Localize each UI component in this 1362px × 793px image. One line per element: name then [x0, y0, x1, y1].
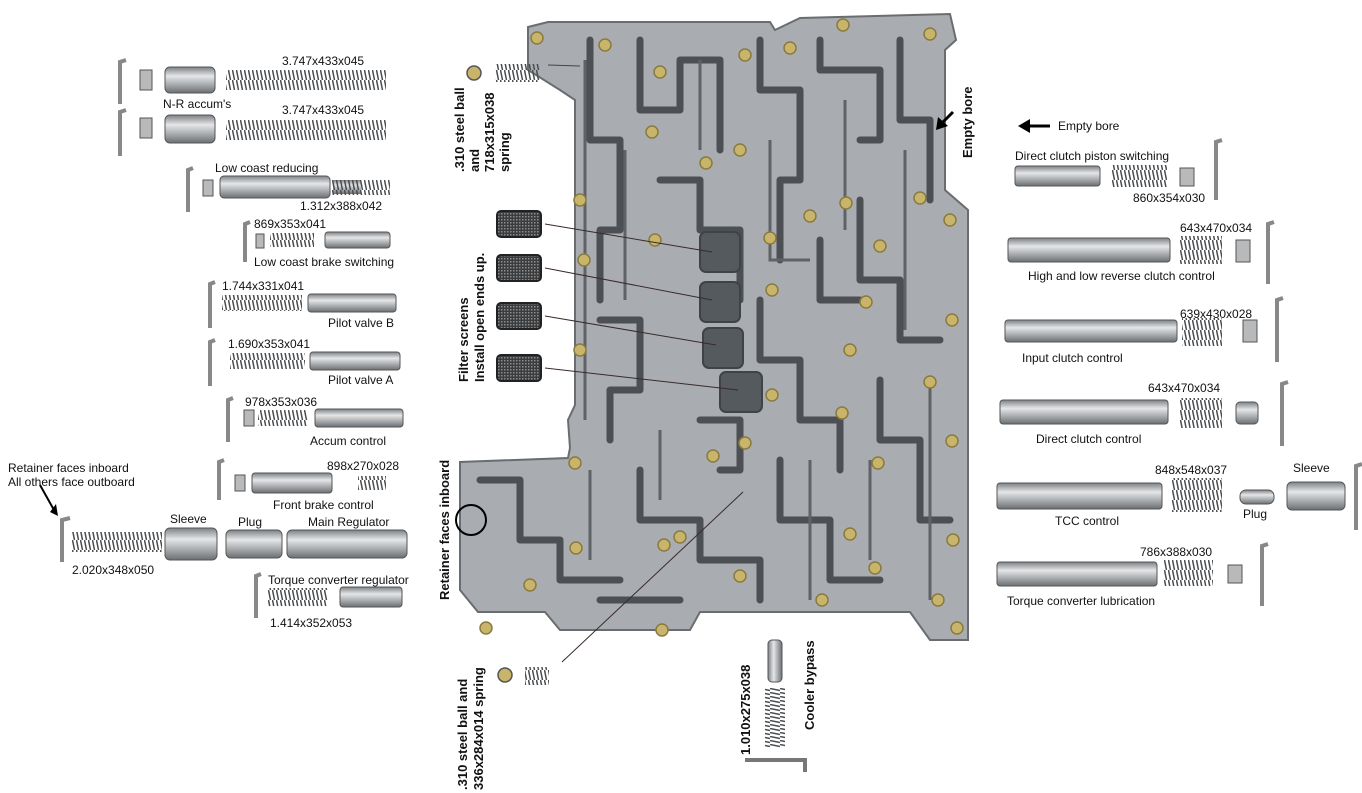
pilot-valve-b-label: Pilot valve B — [328, 316, 395, 330]
low-coast-reducing-label: Low coast reducing — [215, 161, 319, 175]
dcps-spring-label: 860x354x030 — [1133, 191, 1206, 205]
right-parts — [936, 110, 1362, 606]
torque-converter-regulator-label: Torque converter regulator — [268, 573, 409, 587]
tcc-spring-label: 848x548x037 — [1155, 463, 1228, 477]
cooler-bypass-spring-label: 1.010x275x038 — [738, 664, 753, 755]
front-brake-control-label: Front brake control — [273, 498, 374, 512]
input-spring-label: 639x430x028 — [1180, 307, 1253, 321]
plug-right-label: Plug — [1243, 507, 1268, 521]
filter-screens-label: Filter screens Install open ends up. — [456, 252, 487, 382]
bolt-holes — [479, 18, 964, 637]
direct-clutch-control-label: Direct clutch control — [1036, 432, 1142, 446]
retainer-note-line1: Retainer faces inboard — [8, 461, 129, 475]
pilot-b-spring-label: 1.744x331x041 — [222, 279, 305, 293]
retainer-faces-inboard-label: Retainer faces inboard — [437, 459, 452, 600]
retainer-clip — [60, 516, 71, 562]
input-clutch-control-label: Input clutch control — [1022, 351, 1123, 365]
filter-screens — [496, 210, 744, 663]
accum-control-label: Accum control — [310, 434, 387, 448]
nr-spring-bottom-label: 3.747x433x045 — [282, 103, 365, 117]
nr-accums-label: N-R accum's — [163, 97, 232, 111]
plug-left-label: Plug — [238, 515, 263, 529]
retainer-highlight-circle — [455, 504, 487, 536]
main-regulator-label: Main Regulator — [308, 515, 390, 529]
direct-spring-label: 643x470x034 — [1148, 381, 1221, 395]
accum-control-spring-label: 978x353x036 — [245, 395, 318, 409]
steel-ball-bottom-label: .310 steel ball and 336x284x014 spring — [455, 667, 486, 790]
sleeve-left-label: Sleeve — [170, 512, 207, 526]
pilot-a-spring-label: 1.690x353x041 — [228, 337, 311, 351]
tcr-spring-label: 1.414x352x053 — [270, 616, 353, 630]
high-low-reverse-label: High and low reverse clutch control — [1028, 269, 1215, 283]
pilot-valve-a-label: Pilot valve A — [328, 373, 394, 387]
front-brake-spring-label: 898x270x028 — [327, 459, 400, 473]
tcc-control-label: TCC control — [1055, 514, 1120, 528]
retainer-note-line2: All others face outboard — [8, 475, 135, 489]
main-regulator-spring-label: 2.020x348x050 — [72, 563, 155, 577]
empty-bore-label: Empty bore — [1058, 119, 1120, 133]
direct-clutch-piston-switching-label: Direct clutch piston switching — [1015, 149, 1170, 163]
steel-ball-top-label: .310 steel ball and 718x315x038 spring — [452, 87, 512, 172]
lube-spring-label: 786x388x030 — [1140, 545, 1213, 559]
empty-bore-vertical-label: Empty bore — [960, 86, 975, 158]
low-coast-brake-spring-label: 869x353x041 — [254, 217, 327, 231]
low-coast-reducing-spring-label: 1.312x388x042 — [300, 199, 383, 213]
cooler-bypass-label: Cooler bypass — [802, 640, 817, 730]
hlr-spring-label: 643x470x034 — [1180, 221, 1253, 235]
low-coast-brake-switching-label: Low coast brake switching — [254, 255, 395, 269]
torque-converter-lubrication-label: Torque converter lubrication — [1007, 594, 1156, 608]
sleeve-right-label: Sleeve — [1293, 461, 1330, 475]
center-small-parts — [466, 64, 807, 772]
nr-spring-top-label: 3.747x433x045 — [282, 54, 365, 68]
valve-body — [455, 12, 969, 641]
left-parts — [39, 58, 408, 618]
